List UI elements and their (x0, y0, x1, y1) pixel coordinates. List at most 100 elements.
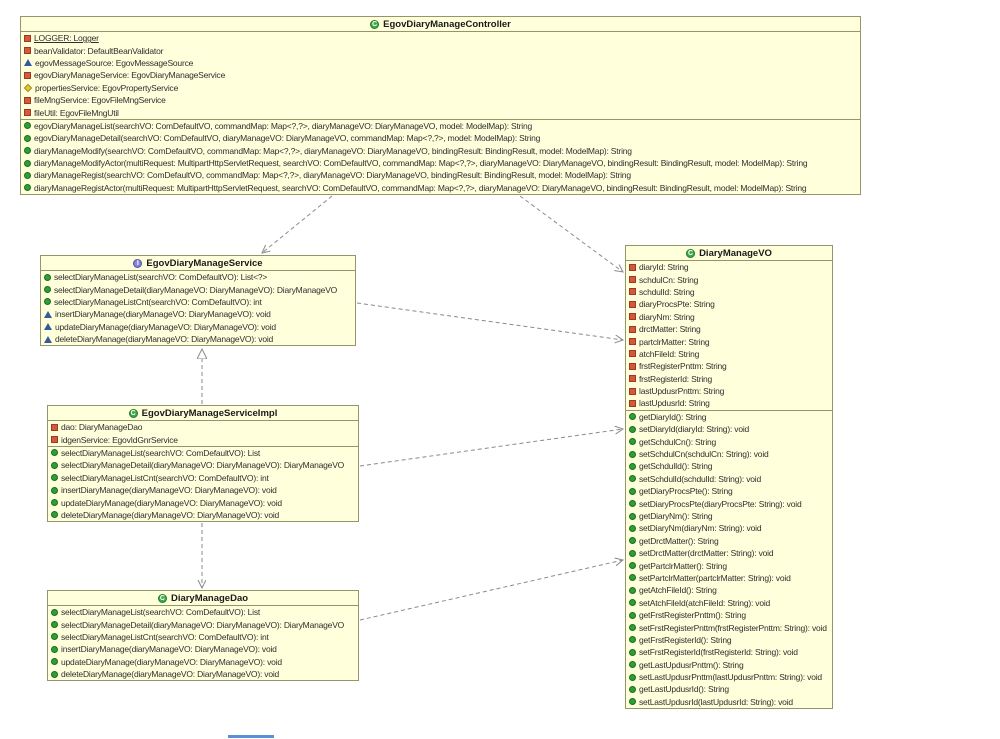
member-row[interactable]: egovDiaryManageService: EgovDiaryManageS… (21, 69, 860, 81)
member-row[interactable]: getSchdulId(): String (626, 460, 832, 472)
member-row[interactable]: selectDiaryManageDetail(diaryManageVO: D… (41, 283, 355, 295)
member-row[interactable]: setLastUpdusrId(lastUpdusrId: String): v… (626, 696, 832, 708)
member-row[interactable]: lastUpdusrId: String (626, 397, 832, 409)
member-row[interactable]: diaryProcsPte: String (626, 298, 832, 310)
member-row[interactable]: frstRegisterId: String (626, 373, 832, 385)
member-row[interactable]: setDiaryNm(diaryNm: String): void (626, 522, 832, 534)
class-box-diary-manage-dao[interactable]: C DiaryManageDao selectDiaryManageList(s… (47, 590, 359, 682)
member-row[interactable]: idgenService: EgovIdGnrService (48, 433, 358, 445)
class-header[interactable]: C EgovDiaryManageController (21, 17, 860, 32)
member-row[interactable]: egovMessageSource: EgovMessageSource (21, 57, 860, 69)
member-row[interactable]: setLastUpdusrPnttm(lastUpdusrPnttm: Stri… (626, 671, 832, 683)
member-row[interactable]: setDiaryProcsPte(diaryProcsPte: String):… (626, 497, 832, 509)
member-row[interactable]: partclrMatter: String (626, 335, 832, 347)
member-row[interactable]: setFrstRegisterId(frstRegisterId: String… (626, 646, 832, 658)
member-row[interactable]: updateDiaryManage(diaryManageVO: DiaryMa… (48, 656, 358, 668)
class-header[interactable]: I EgovDiaryManageService (41, 256, 355, 271)
member-row[interactable]: setSchdulId(schdulId: String): void (626, 473, 832, 485)
member-text: partclrMatter: String (639, 336, 710, 347)
member-row[interactable]: selectDiaryManageList(searchVO: ComDefau… (41, 271, 355, 283)
member-row[interactable]: dao: DiaryManageDao (48, 421, 358, 433)
member-row[interactable]: getSchdulCn(): String (626, 435, 832, 447)
protected-visibility-icon (23, 83, 33, 92)
member-row[interactable]: schdulCn: String (626, 273, 832, 285)
member-row[interactable]: insertDiaryManage(diaryManageVO: DiaryMa… (48, 484, 358, 496)
member-row[interactable]: getDiaryId(): String (626, 411, 832, 423)
class-header[interactable]: C EgovDiaryManageServiceImpl (48, 406, 358, 421)
member-row[interactable]: getAtchFileId(): String (626, 584, 832, 596)
member-row[interactable]: deleteDiaryManage(diaryManageVO: DiaryMa… (48, 668, 358, 680)
relation-dependency[interactable] (359, 429, 623, 467)
member-row[interactable]: getLastUpdusrId(): String (626, 683, 832, 695)
member-row[interactable]: lastUpdusrPnttm: String (626, 385, 832, 397)
class-box-egov-diary-manage-controller[interactable]: C EgovDiaryManageController LOGGER: Logg… (20, 16, 861, 196)
class-title: DiaryManageDao (170, 592, 249, 604)
public-visibility-icon (629, 438, 636, 446)
member-row[interactable]: getDrctMatter(): String (626, 535, 832, 547)
member-row[interactable]: diaryManageRegistActor(multiRequest: Mul… (21, 182, 860, 194)
member-text: frstRegisterId: String (639, 373, 713, 384)
public-visibility-icon (629, 698, 636, 706)
member-row[interactable]: selectDiaryManageList(searchVO: ComDefau… (48, 606, 358, 618)
member-row[interactable]: setDiaryId(diaryId: String): void (626, 423, 832, 435)
member-text: setDiaryId(diaryId: String): void (639, 424, 750, 435)
member-row[interactable]: updateDiaryManage(diaryManageVO: DiaryMa… (41, 321, 355, 333)
member-row[interactable]: atchFileId: String (626, 348, 832, 360)
class-header[interactable]: C DiaryManageDao (48, 591, 358, 606)
class-box-egov-diary-manage-service[interactable]: I EgovDiaryManageService selectDiaryMana… (40, 255, 356, 347)
member-row[interactable]: selectDiaryManageDetail(diaryManageVO: D… (48, 459, 358, 471)
member-row[interactable]: setAtchFileId(atchFileId: String): void (626, 597, 832, 609)
member-row[interactable]: insertDiaryManage(diaryManageVO: DiaryMa… (41, 308, 355, 320)
member-row[interactable]: drctMatter: String (626, 323, 832, 335)
member-row[interactable]: deleteDiaryManage(diaryManageVO: DiaryMa… (48, 509, 358, 521)
member-row[interactable]: egovDiaryManageDetail(searchVO: ComDefau… (21, 132, 860, 144)
member-row[interactable]: propertiesService: EgovPropertyService (21, 82, 860, 94)
member-row[interactable]: setDrctMatter(drctMatter: String): void (626, 547, 832, 559)
member-row[interactable]: selectDiaryManageListCnt(searchVO: ComDe… (48, 631, 358, 643)
member-row[interactable]: frstRegisterPnttm: String (626, 360, 832, 372)
member-row[interactable]: getDiaryNm(): String (626, 510, 832, 522)
public-visibility-icon (51, 474, 58, 482)
member-row[interactable]: beanValidator: DefaultBeanValidator (21, 44, 860, 56)
class-header[interactable]: C DiaryManageVO (626, 246, 832, 261)
member-row[interactable]: setSchdulCn(schdulCn: String): void (626, 448, 832, 460)
member-row[interactable]: fileUtil: EgovFileMngUtil (21, 106, 860, 118)
member-row[interactable]: diaryId: String (626, 261, 832, 273)
member-row[interactable]: selectDiaryManageList(searchVO: ComDefau… (48, 447, 358, 459)
class-box-egov-diary-manage-service-impl[interactable]: C EgovDiaryManageServiceImpl dao: DiaryM… (47, 405, 359, 523)
member-text: egovDiaryManageDetail(searchVO: ComDefau… (34, 133, 541, 144)
member-row[interactable]: deleteDiaryManage(diaryManageVO: DiaryMa… (41, 333, 355, 345)
relation-dependency[interactable] (359, 560, 623, 621)
public-visibility-icon (629, 562, 636, 570)
member-row[interactable]: diaryNm: String (626, 311, 832, 323)
member-text: setSchdulCn(schdulCn: String): void (639, 449, 769, 460)
public-visibility-icon (24, 122, 31, 130)
public-visibility-icon (51, 633, 58, 641)
member-row[interactable]: schdulId: String (626, 286, 832, 298)
member-row[interactable]: getPartclrMatter(): String (626, 559, 832, 571)
member-row[interactable]: selectDiaryManageListCnt(searchVO: ComDe… (41, 296, 355, 308)
member-row[interactable]: diaryManageRegist(searchVO: ComDefaultVO… (21, 169, 860, 181)
member-row[interactable]: getDiaryProcsPte(): String (626, 485, 832, 497)
member-text: selectDiaryManageListCnt(searchVO: ComDe… (54, 296, 262, 307)
member-row[interactable]: selectDiaryManageDetail(diaryManageVO: D… (48, 618, 358, 630)
relation-dependency[interactable] (356, 302, 623, 340)
member-text: deleteDiaryManage(diaryManageVO: DiaryMa… (61, 509, 280, 520)
member-row[interactable]: egovDiaryManageList(searchVO: ComDefault… (21, 120, 860, 132)
member-row[interactable]: getLastUpdusrPnttm(): String (626, 659, 832, 671)
member-row[interactable]: fileMngService: EgovFileMngService (21, 94, 860, 106)
member-row[interactable]: selectDiaryManageListCnt(searchVO: ComDe… (48, 472, 358, 484)
member-row[interactable]: updateDiaryManage(diaryManageVO: DiaryMa… (48, 496, 358, 508)
member-row[interactable]: insertDiaryManage(diaryManageVO: DiaryMa… (48, 643, 358, 655)
relation-dependency[interactable] (519, 195, 623, 272)
member-row[interactable]: setFrstRegisterPnttm(frstRegisterPnttm: … (626, 621, 832, 633)
private-visibility-icon (629, 300, 636, 308)
member-row[interactable]: setPartclrMatter(partclrMatter: String):… (626, 572, 832, 584)
member-row[interactable]: getFrstRegisterId(): String (626, 634, 832, 646)
member-row[interactable]: getFrstRegisterPnttm(): String (626, 609, 832, 621)
member-row[interactable]: diaryManageModifyActor(multiRequest: Mul… (21, 157, 860, 169)
relation-dependency[interactable] (262, 195, 333, 253)
member-row[interactable]: diaryManageModify(searchVO: ComDefaultVO… (21, 145, 860, 157)
member-row[interactable]: LOGGER: Logger (21, 32, 860, 44)
